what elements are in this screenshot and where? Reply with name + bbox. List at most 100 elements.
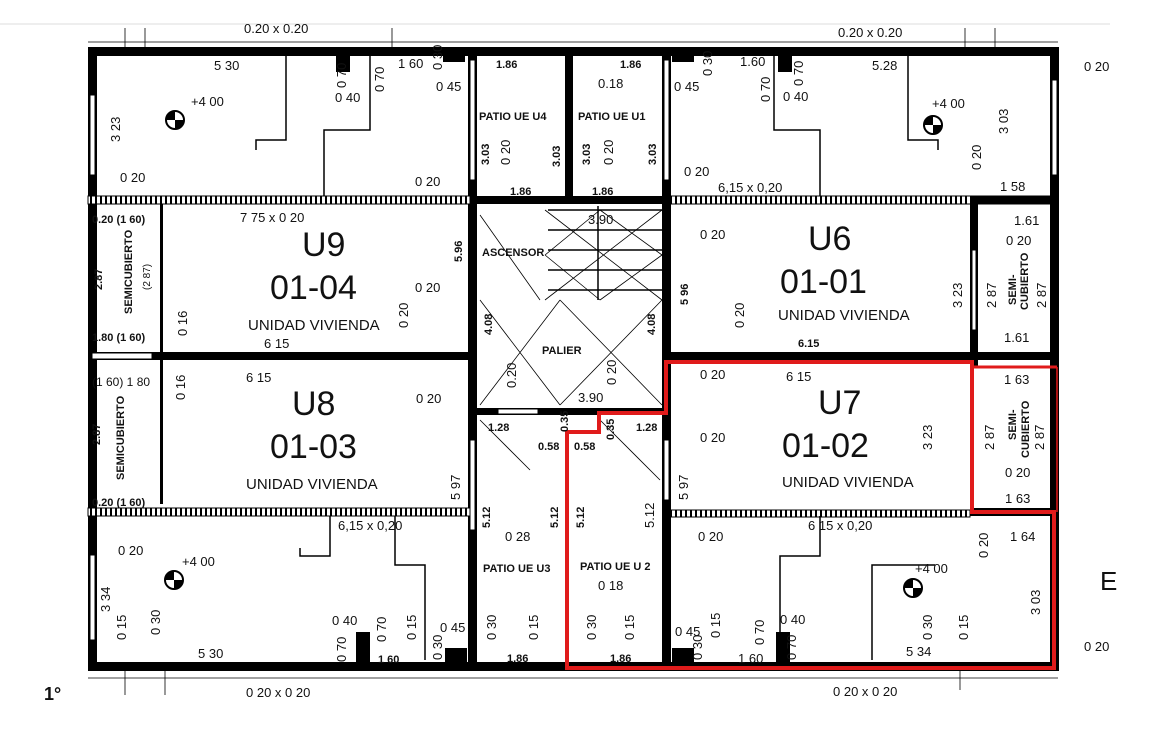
dim: 0 20 xyxy=(415,280,440,295)
unit-code: U6 xyxy=(808,220,851,258)
dim: 0 20 xyxy=(416,391,441,406)
dim: 0.35 xyxy=(559,411,571,432)
dim: 0 20 xyxy=(976,533,991,558)
room-top-right: 1.60 0 30 0 45 0 70 0 70 0 40 5.28 +4 00… xyxy=(674,51,1025,195)
level-label: +4 00 xyxy=(191,94,224,109)
dim: 0 70 xyxy=(758,77,773,102)
dim-right-bottom: 0 20 xyxy=(1084,639,1109,654)
dim: 0.35 xyxy=(605,419,617,440)
unit-code: U9 xyxy=(302,226,345,264)
dim: 6.15 xyxy=(798,338,819,350)
patio-label: PATIO UE U3 xyxy=(483,563,550,575)
dim: 0.20 (1 60) xyxy=(92,214,146,226)
dim: 0 20 xyxy=(498,140,513,165)
dim: 6 15 xyxy=(264,336,289,351)
level-label: +4 00 xyxy=(932,96,965,111)
patio-u4: 1.86 PATIO UE U4 3.03 0 20 3.03 1.86 xyxy=(479,59,563,198)
dim: 0 15 xyxy=(404,615,419,640)
elevator-label: ASCENSOR xyxy=(482,247,544,259)
dim: 0 30 xyxy=(584,615,599,640)
dim: 0.20 xyxy=(504,363,519,388)
highlighted-unit-u7-outline xyxy=(565,360,1058,670)
dim: 1.60 xyxy=(740,54,765,69)
semicubierto-label: SEMICUBIERTO xyxy=(115,395,127,480)
dim: 0 30 xyxy=(920,615,935,640)
dim: 0 30 xyxy=(430,45,445,70)
dim: 3.03 xyxy=(551,146,563,167)
dim: 0 40 xyxy=(783,89,808,104)
dim: 1 64 xyxy=(1010,529,1035,544)
dim: 1.86 xyxy=(610,653,631,665)
dim: 7 75 x 0 20 xyxy=(240,210,304,225)
dim: 3.03 xyxy=(480,144,492,165)
dim: 3 03 xyxy=(1028,590,1043,615)
dim: 2 87 xyxy=(1034,283,1049,308)
partitions xyxy=(255,56,939,660)
patio-label: PATIO UE U 2 xyxy=(580,561,651,573)
dim: 0 70 xyxy=(791,61,806,86)
dim: 5.12 xyxy=(549,507,561,528)
dim-bottom-right: 0 20 x 0 20 xyxy=(833,684,897,699)
dim: 3 23 xyxy=(950,283,965,308)
dim: 0 28 xyxy=(505,529,530,544)
dim: 5 97 xyxy=(448,475,463,500)
dim: 2.87 xyxy=(91,424,103,445)
dim-top-right: 0.20 x 0.20 xyxy=(838,25,902,40)
unit-type: UNIDAD VIVIENDA xyxy=(248,317,380,334)
dim: 0 18 xyxy=(598,578,623,593)
dim: 0 70 xyxy=(372,67,387,92)
dim: 5 96 xyxy=(679,284,691,305)
dim: 5 97 xyxy=(676,475,691,500)
patio-label: PATIO UE U4 xyxy=(479,111,547,123)
dim-bottom-left: 0 20 x 0 20 xyxy=(246,685,310,700)
dim: 0 20 xyxy=(118,543,143,558)
unit-u8: (1 60) 1 80 0 16 SEMICUBIERTO 2.87 6 15 … xyxy=(91,370,463,509)
room-top-left: 5 30 +4 00 3 23 0 20 0 70 0 40 0 70 1 60… xyxy=(108,45,461,189)
dim: 0 20 xyxy=(1005,465,1030,480)
dim: 0 40 xyxy=(780,612,805,627)
floor-label: 1° xyxy=(44,684,61,704)
room-bottom-left: 0 20 +4 00 3 34 0 15 0 30 5 30 0 40 0 70… xyxy=(98,518,465,666)
dim: 1.86 xyxy=(510,186,531,198)
dim: 1 58 xyxy=(1000,179,1025,194)
dim: 0 45 xyxy=(440,620,465,635)
unit-type: UNIDAD VIVIENDA xyxy=(778,307,910,324)
semicubierto-label: SEMI- xyxy=(1007,409,1019,440)
stair-hatch xyxy=(479,209,663,481)
dim: 1.28 xyxy=(488,422,509,434)
unit-u9: 0.20 (1 60) 7 75 x 0 20 SEMICUBIERTO 2.8… xyxy=(92,210,465,351)
level-marker-icon xyxy=(165,110,185,130)
dim: 3 23 xyxy=(920,425,935,450)
dim: 1 60 xyxy=(398,56,423,71)
dim: 0 20 xyxy=(684,164,709,179)
dim: 0 20 xyxy=(700,227,725,242)
unit-type: UNIDAD VIVIENDA xyxy=(246,476,378,493)
dim: 0 20 xyxy=(732,303,747,328)
dim: 1.28 xyxy=(636,422,657,434)
dim: 0 30 xyxy=(430,635,445,660)
dim: (1 60) 1 80 xyxy=(92,375,150,389)
unit-id: 01-03 xyxy=(270,428,357,466)
dim: 0 40 xyxy=(332,613,357,628)
room-bottom-right: 0 20 6 15 x 0,20 0 20 1 64 +4 00 3 03 0 … xyxy=(675,518,1043,666)
dim: 1 60 xyxy=(738,651,763,666)
dim: 2.87 xyxy=(93,269,105,290)
dim: 6,15 x 0,20 xyxy=(338,518,402,533)
dim: 0 45 xyxy=(675,624,700,639)
dim: 1 63 xyxy=(1004,372,1029,387)
dim: 1.61 xyxy=(1014,213,1039,228)
dim: 0 16 xyxy=(173,375,188,400)
dim: 3.03 xyxy=(647,144,659,165)
dim: 0 70 xyxy=(752,620,767,645)
dim: 0 45 xyxy=(674,79,699,94)
dim: 5.12 xyxy=(575,507,587,528)
dim: 3 34 xyxy=(98,587,113,612)
patio-u1: 1.86 0.18 PATIO UE U1 3.03 0 20 3.03 1.8… xyxy=(578,59,659,198)
dim: 0 20 xyxy=(396,303,411,328)
dim: 0.18 xyxy=(598,76,623,91)
dim: 0 30 xyxy=(148,610,163,635)
dim: 3 03 xyxy=(996,109,1011,134)
dim: 0.20 (1 60) xyxy=(92,497,146,509)
dim: 0 15 xyxy=(526,615,541,640)
